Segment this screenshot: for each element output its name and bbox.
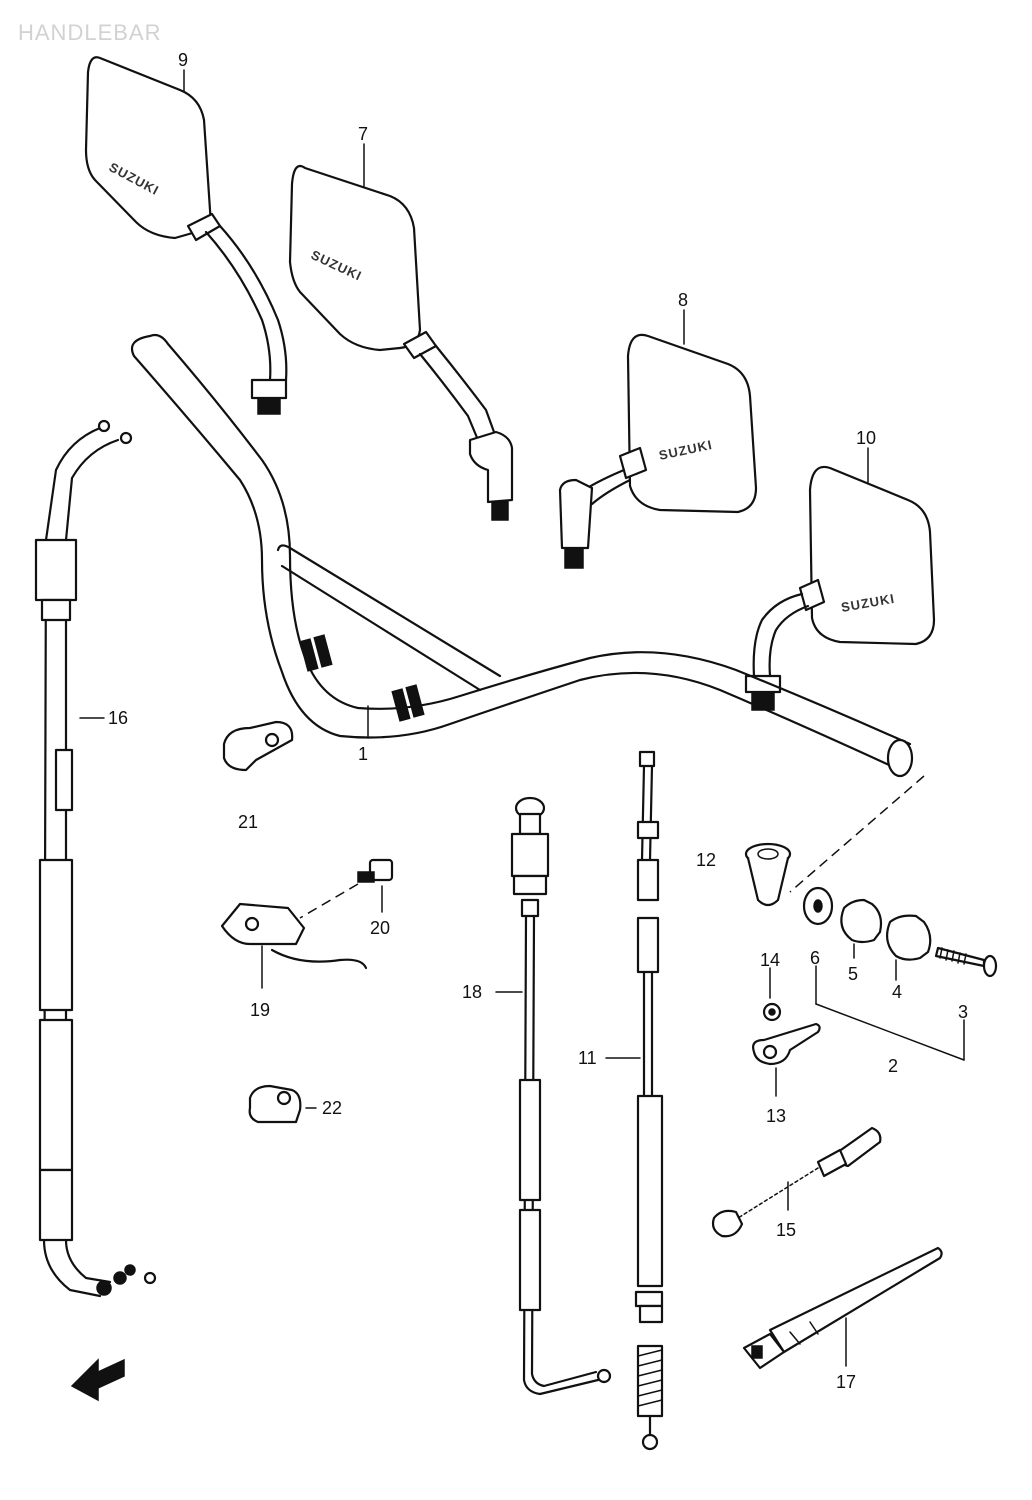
callout-11: 11 xyxy=(578,1048,597,1068)
throttle-cable-16 xyxy=(34,419,157,1298)
grip-end-12 xyxy=(744,842,792,907)
bolt-20 xyxy=(299,858,394,919)
callout-18: 18 xyxy=(462,982,482,1002)
callout-9: 9 xyxy=(178,50,188,70)
cable-15 xyxy=(711,1126,882,1238)
end-assembly-guide xyxy=(789,775,925,893)
handlebar-1 xyxy=(130,333,914,778)
mirror-8: SUZUKI xyxy=(558,333,758,569)
callout-15: 15 xyxy=(776,1220,796,1240)
clip-13 xyxy=(752,1022,821,1097)
bracket-19 xyxy=(220,902,368,989)
callout-1: 1 xyxy=(358,744,368,764)
callout-6: 6 xyxy=(810,948,820,968)
page-title: HANDLEBAR xyxy=(18,20,161,45)
callout-7: 7 xyxy=(358,124,368,144)
callout-13: 13 xyxy=(766,1106,786,1126)
callout-3: 3 xyxy=(958,1002,968,1022)
weight-4 xyxy=(885,914,932,961)
callout-20: 20 xyxy=(370,918,390,938)
callout-14: 14 xyxy=(760,950,780,970)
washer-6 xyxy=(802,886,834,926)
callout-12: 12 xyxy=(696,850,716,870)
callout-21: 21 xyxy=(238,812,258,832)
front-arrow-icon xyxy=(70,1358,125,1402)
screw-3 xyxy=(934,946,998,978)
leader-lines xyxy=(183,69,869,483)
choke-cable-18 xyxy=(495,796,612,1396)
clamp-22 xyxy=(248,1084,317,1124)
callout-8: 8 xyxy=(678,290,688,310)
mirror-9: SUZUKI xyxy=(84,56,288,415)
screw-14 xyxy=(762,967,782,1022)
callout-19: 19 xyxy=(250,1000,270,1020)
clutch-cable-11 xyxy=(605,750,664,1451)
callout-22: 22 xyxy=(322,1098,342,1118)
callouts: 1 2 3 4 5 6 7 8 9 10 11 12 13 14 15 16 1… xyxy=(108,50,968,1392)
cable-tie-17 xyxy=(742,1246,943,1370)
kit-2-bracket xyxy=(815,943,965,1061)
clamp-21 xyxy=(222,720,294,772)
mirror-7: SUZUKI xyxy=(288,164,514,521)
callout-2: 2 xyxy=(888,1056,898,1076)
callout-17: 17 xyxy=(836,1372,856,1392)
callout-5: 5 xyxy=(848,964,858,984)
callout-10: 10 xyxy=(856,428,876,448)
weight-5 xyxy=(840,898,883,944)
callout-4: 4 xyxy=(892,982,902,1002)
callout-16: 16 xyxy=(108,708,128,728)
mirror-10: SUZUKI xyxy=(744,465,936,711)
